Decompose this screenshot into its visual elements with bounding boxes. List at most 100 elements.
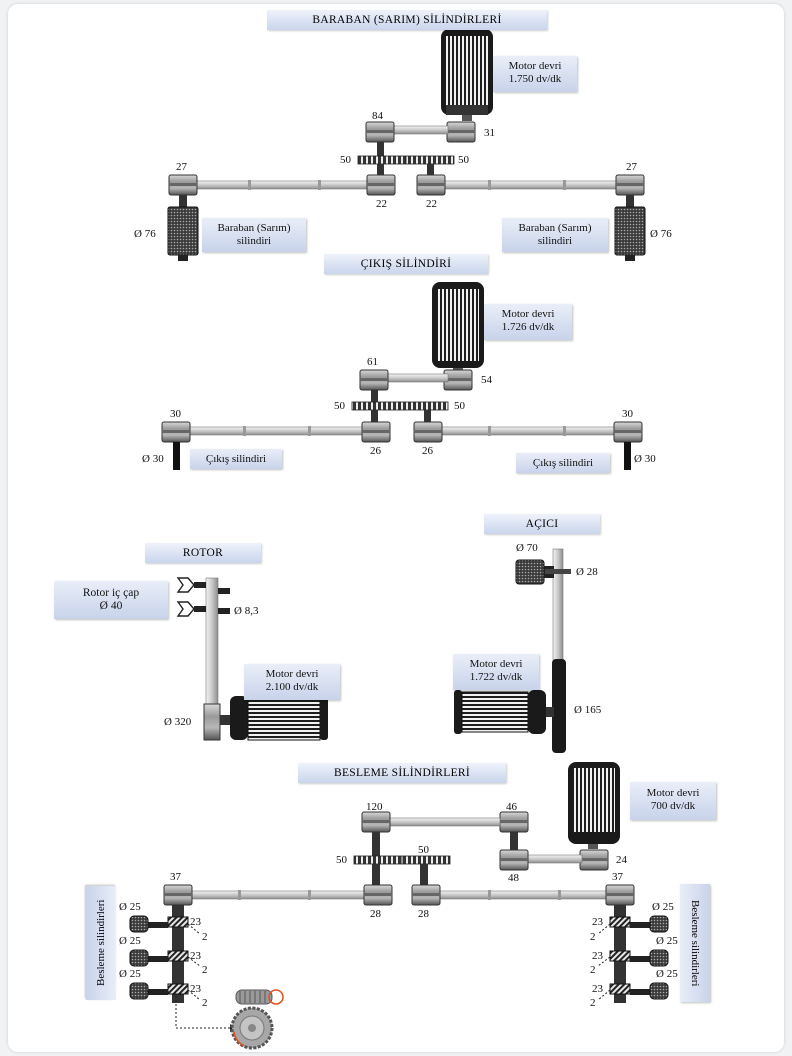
drum-left: [167, 206, 199, 256]
cikis-section: [161, 282, 643, 470]
drum-box-line2: silindiri: [537, 235, 573, 247]
section-title-rotor: ROTOR: [145, 543, 261, 563]
label-23-l1: 23: [190, 916, 201, 928]
label-50a: 50: [336, 854, 347, 866]
pulley-37-right: [605, 884, 635, 906]
label-23-r1: 23: [592, 916, 603, 928]
pulley-120: [361, 811, 391, 833]
label-26b: 26: [422, 445, 433, 457]
label-50a: 50: [340, 154, 351, 166]
section-title-cikis: ÇIKIŞ SİLİNDİRİ: [324, 254, 488, 274]
pulley-46: [499, 811, 529, 833]
label-30b: 30: [622, 408, 633, 420]
label-d320: Ø 320: [164, 716, 192, 728]
label-2-l3: 2: [202, 997, 208, 1009]
label-61: 61: [367, 356, 378, 368]
label-d25-r3: Ø 25: [656, 968, 678, 980]
rotor-inner-line1: Rotor iç çap: [82, 587, 140, 599]
motor-speed-label: Motor devri: [501, 308, 555, 320]
pulley-28-left: [363, 884, 393, 906]
label-2-r1: 2: [590, 931, 596, 943]
pulley-26-right: [413, 421, 443, 443]
feed-box-right: Besleme silindirleri: [680, 884, 710, 1002]
label-28a: 28: [370, 908, 381, 920]
label-d25-l2: Ø 25: [119, 935, 141, 947]
label-d25-r1: Ø 25: [652, 901, 674, 913]
drum-box-right: Baraban (Sarım) silindiri: [502, 218, 608, 252]
label-d25-l3: Ø 25: [119, 968, 141, 980]
label-23-l3: 23: [190, 983, 201, 995]
motor-speed-besleme: Motor devri 700 dv/dk: [630, 782, 716, 820]
motor-speed-cikis: Motor devri 1.726 dv/dk: [484, 304, 572, 340]
label-22a: 22: [376, 198, 387, 210]
motor-speed-label: Motor devri: [646, 787, 700, 799]
feed-box-left: Besleme silindirleri: [86, 886, 116, 1000]
pulley-24: [579, 849, 609, 871]
pulley-61: [359, 369, 389, 391]
label-23-l2: 23: [190, 950, 201, 962]
motor-speed-value: 1.726 dv/dk: [501, 321, 555, 333]
acici-section: [454, 548, 571, 753]
besleme-section: [129, 762, 669, 1050]
diagram-page: BARABAN (SARIM) SİLİNDİRLERİ ÇIKIŞ SİLİN…: [8, 4, 784, 1052]
rotor-section: [176, 577, 328, 741]
label-23-r2: 23: [592, 950, 603, 962]
label-120: 120: [366, 801, 383, 813]
label-27a: 27: [176, 161, 187, 173]
label-2-l1: 2: [202, 931, 208, 943]
label-26a: 26: [370, 445, 381, 457]
drum-box-left: Baraban (Sarım) silindiri: [202, 218, 306, 252]
baraban-section: [167, 29, 646, 261]
label-50b: 50: [418, 844, 429, 856]
section-title-besleme: BESLEME SİLİNDİRLERİ: [298, 763, 506, 783]
label-50b: 50: [454, 400, 465, 412]
label-31: 31: [484, 127, 495, 139]
pulley-26-left: [361, 421, 391, 443]
label-37b: 37: [612, 871, 623, 883]
motor-speed-rotor: Motor devri 2.100 dv/dk: [244, 664, 340, 700]
pulley-22-left: [366, 174, 396, 196]
label-50b: 50: [458, 154, 469, 166]
label-54: 54: [481, 374, 492, 386]
motor-speed-label: Motor devri: [265, 668, 319, 680]
pulley-27-right: [615, 174, 645, 196]
label-2-r2: 2: [590, 964, 596, 976]
label-27b: 27: [626, 161, 637, 173]
label-84: 84: [372, 110, 383, 122]
motor-speed-value: 1.722 dv/dk: [469, 671, 523, 683]
gear-50-left: [357, 155, 407, 165]
motor-speed-value: 2.100 dv/dk: [265, 681, 319, 693]
drum-box-line1: Baraban (Sarım): [217, 222, 291, 234]
label-d30b: Ø 30: [634, 453, 656, 465]
pulley-48: [499, 849, 529, 871]
motor-speed-baraban: Motor devri 1.750 dv/dk: [493, 56, 577, 92]
motor-speed-label: Motor devri: [469, 658, 523, 670]
pulley-30-left: [161, 421, 191, 443]
gear-train-diagram: [129, 29, 669, 1050]
pulley-30-right: [613, 421, 643, 443]
label-2-l2: 2: [202, 964, 208, 976]
label-48: 48: [508, 872, 519, 884]
label-d165: Ø 165: [574, 704, 602, 716]
drum-box-line2: silindiri: [236, 235, 272, 247]
rotor-inner-box: Rotor iç çap Ø 40: [54, 581, 168, 619]
label-d70: Ø 70: [516, 542, 538, 554]
label-d76a: Ø 76: [134, 228, 156, 240]
output-box-right: Çıkış silindiri: [516, 453, 610, 473]
pulley-22-right: [416, 174, 446, 196]
motor-speed-value: 700 dv/dk: [650, 800, 696, 812]
label-37a: 37: [170, 871, 181, 883]
pulley-37-left: [163, 884, 193, 906]
label-d25-r2: Ø 25: [656, 935, 678, 947]
pulley-28-right: [411, 884, 441, 906]
label-d28: Ø 28: [576, 566, 598, 578]
section-title-baraban: BARABAN (SARIM) SİLİNDİRLERİ: [267, 10, 547, 30]
label-50a: 50: [334, 400, 345, 412]
section-title-acici: AÇICI: [484, 514, 600, 534]
pulley-84: [365, 121, 395, 143]
label-23-r3: 23: [592, 983, 603, 995]
motor-speed-acici: Motor devri 1.722 dv/dk: [453, 654, 539, 690]
worm-gear-illustration: [230, 989, 284, 1050]
output-box-left: Çıkış silindiri: [190, 449, 282, 469]
motor-speed-label: Motor devri: [508, 60, 562, 72]
